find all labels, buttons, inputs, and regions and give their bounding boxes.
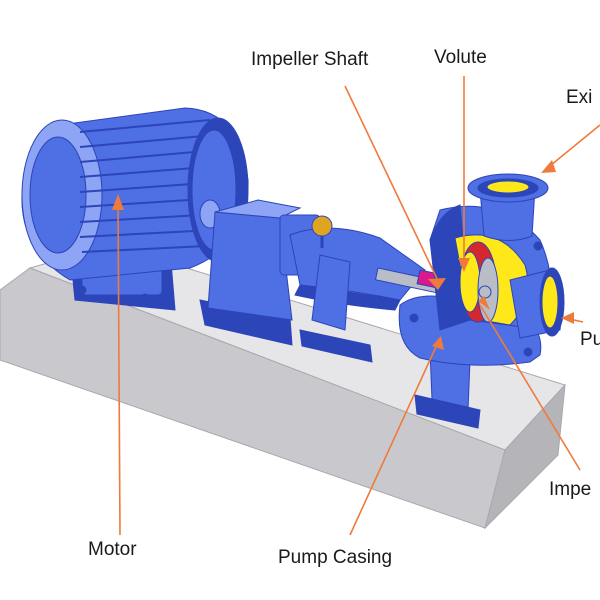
leader-motor <box>117 199 121 536</box>
leader-pump-casing <box>349 337 441 536</box>
label-impeller-shaft: Impeller Shaft <box>251 49 369 70</box>
label-pump-casing: Pump Casing <box>278 547 393 568</box>
pump-casing <box>398 173 565 429</box>
impeller <box>459 241 499 323</box>
leader-impeller <box>479 304 581 471</box>
oil-cup-icon <box>311 215 333 237</box>
label-motor: Motor <box>88 539 137 560</box>
leader-arrowheads <box>112 160 574 350</box>
label-impeller: Impe <box>549 479 592 500</box>
label-pump-inlet: Pu <box>580 329 600 350</box>
label-volute: Volute <box>434 47 487 68</box>
leader-impeller-shaft <box>344 85 441 286</box>
leader-exit <box>544 124 600 171</box>
label-exit: Exi <box>566 87 593 108</box>
